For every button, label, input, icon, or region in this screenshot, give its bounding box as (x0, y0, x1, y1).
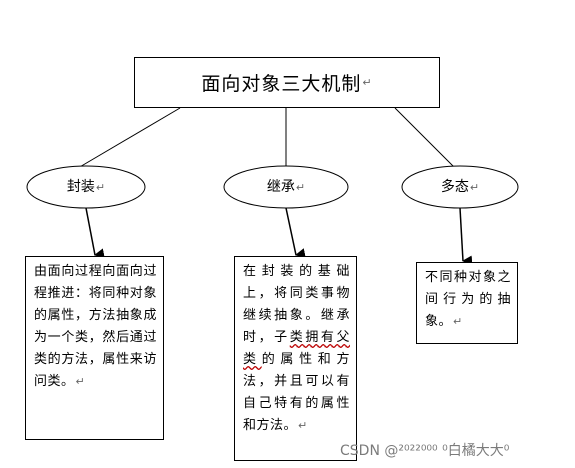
label-encapsulation: 封装↵ (66, 179, 106, 195)
paragraph-mark-icon: ↵ (75, 375, 86, 388)
label-polymorphism: 多态↵ (440, 179, 480, 195)
connector-title-to-polymorphism (394, 107, 456, 169)
description-inheritance-part1: 在封装的基础上，将同类事物继续抽象。继承时，子 (243, 264, 350, 345)
description-box-polymorphism: 不同种对象之间行为的抽象。↵ (416, 262, 518, 344)
connector-title-to-encapsulation (77, 107, 181, 169)
description-inheritance-part2: 的属性和方法，并且可以有自己特有的属性和方法。 (243, 352, 350, 433)
paragraph-mark-icon: ↵ (295, 181, 306, 194)
label-inheritance: 继承↵ (266, 179, 306, 195)
paragraph-mark-icon: ↵ (453, 315, 463, 328)
arrow-encapsulation (85, 207, 105, 259)
paragraph-mark-icon: ↵ (469, 181, 480, 194)
paragraph-mark-icon: ↵ (362, 76, 373, 89)
arrow-inheritance (285, 207, 306, 259)
description-box-inheritance: 在封装的基础上，将同类事物继续抽象。继承时，子类拥有父类的属性和方法，并且可以有… (234, 256, 357, 461)
paragraph-mark-icon: ↵ (95, 181, 106, 194)
watermark: CSDN @²⁰²²⁰⁰⁰ ⁰白橘大大⁰ (340, 443, 510, 459)
description-inheritance-highlight: 类拥有父类 (243, 330, 350, 367)
description-encapsulation: 由面向过程向面向过程推进：将同种对象的属性，方法抽象成为一个类，然后通过类的方法… (34, 264, 157, 389)
title-box: 面向对象三大机制↵ (134, 57, 440, 108)
paragraph-mark-icon: ↵ (298, 419, 308, 432)
title-text: 面向对象三大机制 (201, 73, 362, 95)
description-polymorphism: 不同种对象之间行为的抽象。 (425, 270, 511, 329)
arrow-polymorphism (459, 207, 473, 266)
description-box-encapsulation: 由面向过程向面向过程推进：将同种对象的属性，方法抽象成为一个类，然后通过类的方法… (25, 256, 164, 440)
